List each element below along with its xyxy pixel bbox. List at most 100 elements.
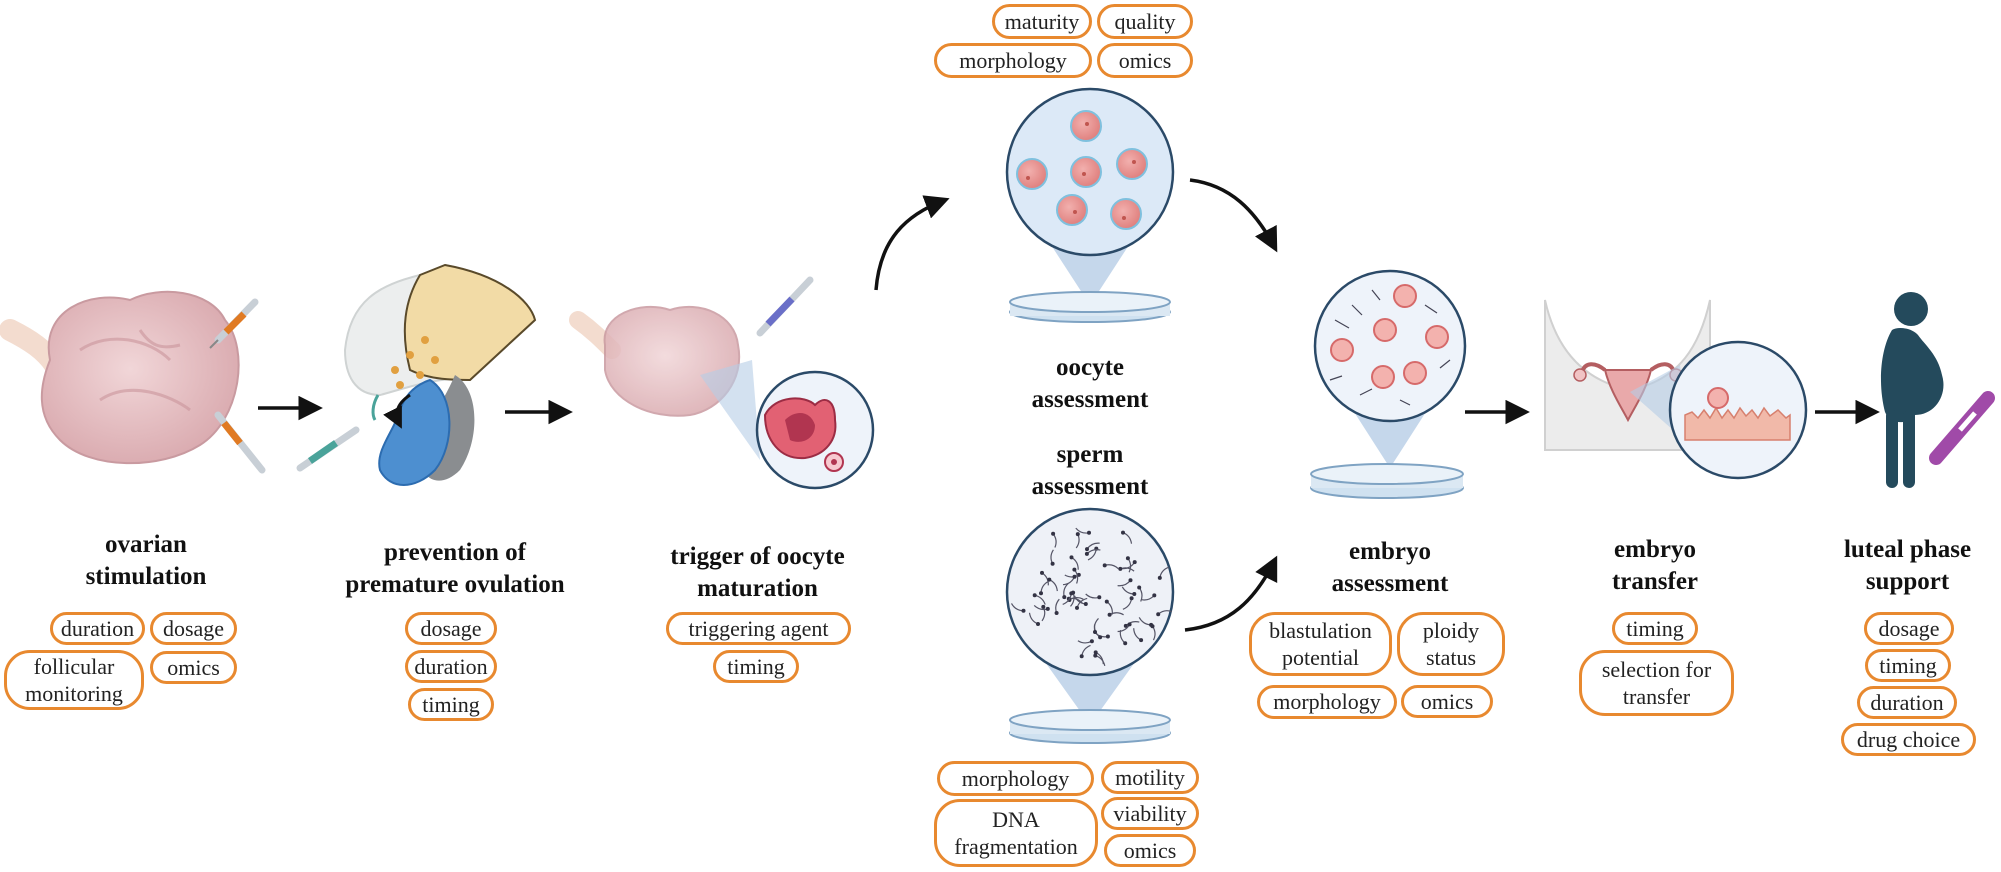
sperm-head — [1123, 623, 1128, 628]
tag-dosage: dosage — [1864, 612, 1954, 645]
sperm-head — [1121, 530, 1125, 535]
sperm-head — [1097, 595, 1102, 600]
sperm-head — [1156, 612, 1161, 617]
sperm-head — [1045, 606, 1050, 611]
sperm-head — [1072, 567, 1077, 572]
syringe-icon — [296, 426, 360, 472]
tag-viability: viability — [1101, 797, 1199, 830]
sperm-head — [1093, 630, 1097, 634]
tag-morphology: morphology — [937, 761, 1094, 796]
sperm-head — [1085, 547, 1089, 552]
sperm-head — [1072, 574, 1077, 579]
flow-arrow — [1189, 178, 1278, 253]
sperm-head — [1118, 566, 1123, 571]
tag-dosage: dosage — [405, 612, 497, 645]
sperm-head — [1127, 622, 1132, 627]
sperm-head — [1041, 604, 1046, 609]
magnifier-cone — [1040, 655, 1140, 725]
syringe-icon — [214, 411, 266, 474]
pregnant-figure-icon — [1880, 292, 1944, 488]
sperm-head — [1054, 611, 1059, 615]
sperm-head — [1051, 531, 1056, 536]
sperm-head — [1036, 622, 1040, 626]
oocyte-zoom-circle — [1005, 87, 1175, 257]
sperm-head — [1137, 585, 1142, 590]
sperm-head — [1047, 577, 1052, 582]
sperm-head — [1104, 599, 1109, 604]
tag-triggering-agent: triggering agent — [666, 612, 851, 645]
tag-timing: timing — [1865, 649, 1951, 682]
sperm-head — [1125, 556, 1130, 561]
sperm-head — [1021, 608, 1026, 613]
flow-arrow — [1184, 555, 1278, 632]
sperm-head — [1102, 563, 1107, 568]
sperm-head — [1105, 634, 1110, 639]
tag-drug-choice: drug choice — [1841, 723, 1976, 756]
tag-motility: motility — [1101, 761, 1199, 794]
sperm-head — [1129, 596, 1134, 601]
sperm-head — [1139, 638, 1144, 643]
sperm-head — [1069, 555, 1074, 560]
tag-timing: timing — [713, 650, 799, 683]
ovary-illustration — [569, 305, 741, 417]
tag-dosage: dosage — [150, 612, 237, 645]
tag-duration: duration — [1857, 686, 1957, 719]
tag-duration: duration — [50, 612, 145, 645]
tag-timing: timing — [1612, 612, 1698, 645]
sperm-head — [1150, 624, 1155, 629]
petri-dish-icon — [1310, 463, 1464, 499]
sperm-head — [1098, 635, 1103, 640]
tag-morphology: morphology — [1257, 685, 1397, 719]
pregnancy-test-icon — [1929, 391, 1995, 465]
follicle-zoom-circle — [755, 370, 875, 490]
petri-dish-icon — [1009, 291, 1171, 323]
endometrium-zoom-circle — [1668, 340, 1808, 480]
sperm-head — [1050, 561, 1055, 566]
magnifier-cone — [700, 360, 760, 460]
sperm-head — [1075, 532, 1080, 537]
embryo-zoom-circle — [1313, 269, 1467, 423]
sperm-head — [1132, 560, 1137, 565]
pituitary-illustration — [343, 263, 537, 486]
syringe-icon — [209, 298, 259, 349]
sperm-head — [1152, 593, 1157, 598]
tag-timing: timing — [408, 688, 494, 721]
sperm-head — [1087, 530, 1091, 535]
sperm-head — [1084, 551, 1089, 556]
tag-maturity: maturity — [992, 4, 1092, 39]
sperm-head — [1075, 605, 1079, 610]
sperm-head — [1132, 592, 1137, 596]
sperm-head — [1039, 591, 1043, 596]
tag-duration: duration — [405, 650, 497, 683]
sperm-head — [1128, 578, 1133, 583]
tag-quality: quality — [1097, 4, 1193, 39]
sperm-head — [1157, 575, 1162, 580]
sperm-head — [1069, 591, 1074, 596]
sperm-head — [1032, 593, 1037, 598]
sperm-head — [1079, 654, 1084, 659]
flow-arrow — [874, 195, 950, 291]
syringe-icon — [756, 276, 814, 337]
petri-dish-icon — [1009, 709, 1171, 744]
sperm-head — [1093, 653, 1098, 658]
sperm-head — [1107, 612, 1112, 617]
sperm-zoom-circle — [1005, 507, 1175, 677]
sperm-head — [1040, 570, 1044, 575]
sperm-head — [1062, 595, 1067, 600]
tag-morphology: morphology — [934, 43, 1092, 78]
sperm-head — [1093, 650, 1098, 655]
sperm-head — [1083, 602, 1088, 606]
